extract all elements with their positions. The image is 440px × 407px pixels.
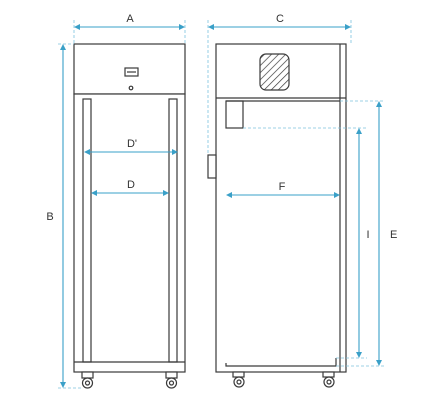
- side-left-caster: [232, 371, 245, 388]
- dimension-labels: A C B D' D F E I: [46, 13, 397, 241]
- arrow-icon: [226, 192, 232, 198]
- label-e: E: [390, 229, 397, 241]
- front-cabinet: [73, 93, 186, 373]
- label-d-prime: D': [127, 138, 137, 150]
- label-i: I: [366, 229, 369, 241]
- dimension-lines: [58, 20, 384, 389]
- arrow-icon: [376, 101, 382, 107]
- arrow-icon: [172, 149, 178, 155]
- front-right-caster: [165, 371, 178, 389]
- label-a: A: [126, 13, 134, 25]
- arrow-icon: [91, 190, 97, 196]
- label-d: D: [127, 179, 135, 191]
- side-right-caster: [322, 371, 335, 388]
- arrow-icon: [356, 128, 362, 134]
- arrow-icon: [60, 44, 66, 50]
- arrow-icon: [345, 24, 351, 30]
- control-display: [124, 67, 139, 77]
- arrow-icon: [376, 360, 382, 366]
- vent-grille-icon: [259, 53, 290, 91]
- arrow-icon: [74, 24, 80, 30]
- label-f: F: [279, 181, 286, 193]
- arrow-icon: [356, 352, 362, 358]
- label-b: B: [46, 211, 53, 223]
- bottom-tray: [225, 358, 337, 367]
- arrow-icon: [208, 24, 214, 30]
- door-handle: [207, 154, 217, 179]
- arrow-icon: [179, 24, 185, 30]
- arrow-icon: [334, 192, 340, 198]
- arrow-icon: [60, 382, 66, 388]
- lock-icon: [128, 85, 134, 91]
- arrow-icon: [84, 149, 90, 155]
- arrow-icon: [163, 190, 169, 196]
- front-control-head: [73, 43, 186, 95]
- front-view: [73, 43, 186, 389]
- side-cabinet: [215, 43, 347, 373]
- label-c: C: [276, 13, 284, 25]
- side-view: [207, 43, 347, 388]
- front-left-caster: [81, 371, 94, 389]
